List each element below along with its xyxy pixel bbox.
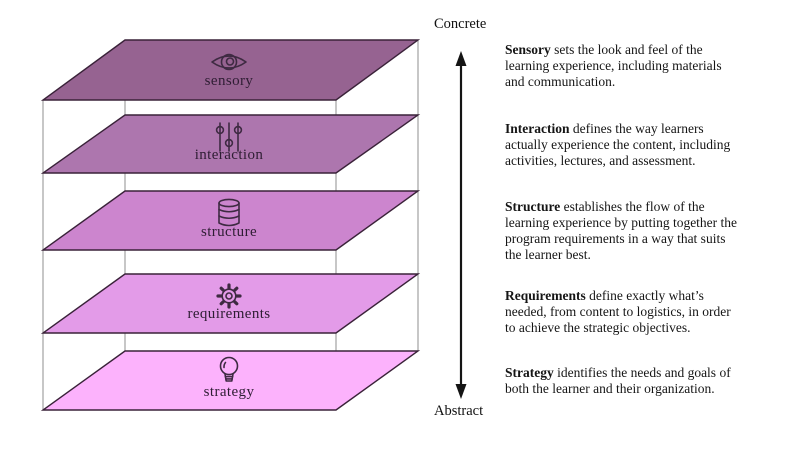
description-text: establishes the flow of the learning exp…: [505, 199, 738, 262]
description-requirements: Requirements define exactly what’s neede…: [505, 288, 800, 336]
arrow-head-up: [455, 51, 467, 66]
description-strategy: Strategy identifies the needs and goals …: [505, 365, 800, 397]
description-sensory: Sensory sets the look and feel of the le…: [505, 42, 800, 90]
layer-plane-structure: [40, 190, 421, 251]
sliders-icon: [215, 122, 243, 152]
description-text: defines the way learners actually experi…: [505, 121, 731, 168]
gear-icon: [216, 283, 242, 309]
layer-plane-interaction: [40, 114, 421, 174]
concrete-label: Concrete: [434, 16, 487, 32]
lightbulb-icon: [219, 356, 239, 382]
description-text: define exactly what’s needed, from conte…: [505, 288, 731, 335]
description-term: Structure: [505, 199, 561, 214]
eye-icon: [211, 53, 247, 71]
description-term: Interaction: [505, 121, 570, 136]
layer-label-strategy: strategy: [203, 384, 255, 400]
database-icon: [218, 198, 240, 227]
concrete-abstract-arrow: [455, 51, 467, 399]
description-text: identifies the needs and goals of both t…: [505, 365, 731, 396]
description-structure: Structure establishes the flow of the le…: [505, 199, 800, 263]
description-term: Requirements: [505, 288, 586, 303]
layer-label-requirements: requirements: [187, 306, 271, 322]
layer-label-structure: structure: [200, 224, 258, 240]
abstract-label: Abstract: [434, 403, 484, 419]
arrow-head-down: [455, 384, 467, 399]
description-term: Sensory: [505, 42, 551, 57]
layer-label-interaction: interaction: [194, 147, 264, 163]
layer-label-sensory: sensory: [204, 73, 254, 89]
description-term: Strategy: [505, 365, 554, 380]
description-text: sets the look and feel of the learning e…: [505, 42, 722, 89]
description-interaction: Interaction defines the way learners act…: [505, 121, 800, 169]
